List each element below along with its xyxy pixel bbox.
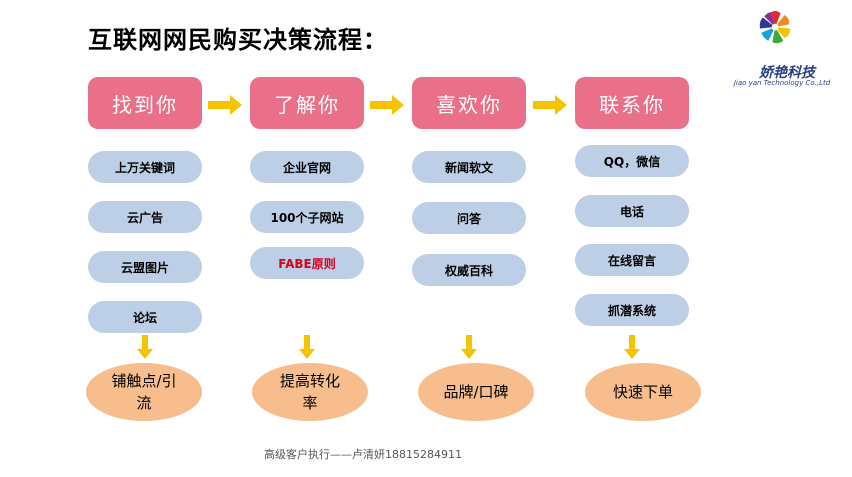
arrow-right-icon [370,95,404,115]
result-label: 快速下单 [612,383,673,401]
list-item: 问答 [412,202,526,234]
list-item-highlight: FABE原则 [250,247,364,279]
list-item: 电话 [575,195,689,227]
arrow-down-icon [299,335,315,359]
result-oval: 快速下单 [585,363,701,421]
header-contact: 联系你 [575,77,689,129]
arrow-right-icon [208,95,242,115]
list-item: 新闻软文 [412,151,526,183]
header-like: 喜欢你 [412,77,526,129]
list-item: 企业官网 [250,151,364,183]
arrow-right-icon [533,95,567,115]
list-item: 云盟图片 [88,251,202,283]
list-item: 权威百科 [412,254,526,286]
list-item: 论坛 [88,301,202,333]
header-understand: 了解你 [250,77,364,129]
arrow-down-icon [624,335,640,359]
result-label: 提高转化率 [279,372,340,412]
list-item: 抓潜系统 [575,294,689,326]
list-item: 在线留言 [575,244,689,276]
result-label: 品牌/口碑 [443,383,509,401]
result-label: 铺触点/引流 [111,372,177,412]
list-item: 上万关键词 [88,151,202,183]
result-oval: 铺触点/引流 [86,363,202,421]
arrow-down-icon [137,335,153,359]
result-oval: 提高转化率 [252,363,368,421]
list-item: QQ，微信 [575,145,689,177]
company-logo-icon [759,11,791,44]
list-item: 云广告 [88,201,202,233]
header-find: 找到你 [88,77,202,129]
list-item: 100个子网站 [250,201,364,233]
arrow-down-icon [461,335,477,359]
page-title: 互联网网民购买决策流程： [88,26,388,54]
logo-subtitle: Jiao yan Technology Co.,Ltd [733,79,831,87]
result-oval: 品牌/口碑 [418,363,534,421]
logo-name: 娇艳科技 [759,65,815,81]
footer-contact: 高级客户执行——卢清妍18815284911 [264,448,462,461]
